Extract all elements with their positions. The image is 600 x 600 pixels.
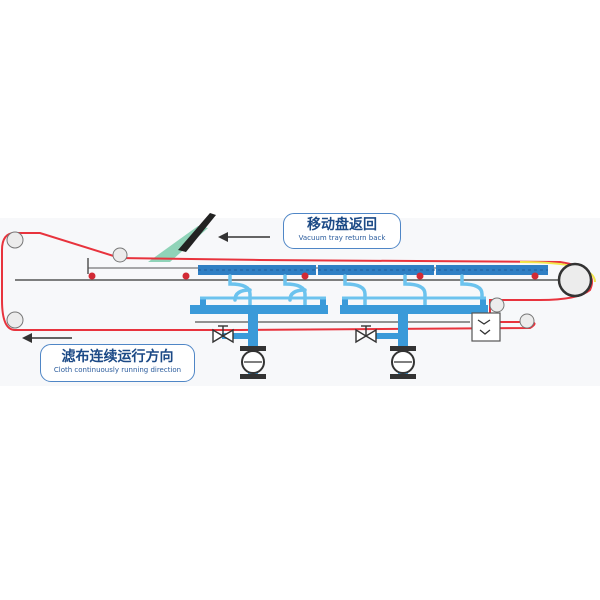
vacuum-tray: [318, 265, 434, 275]
cloth-wash-box: [471, 312, 501, 342]
vacuum-tubes: [228, 274, 484, 307]
cloth-direction-label-en: Cloth continuously running direction: [53, 366, 182, 374]
manifold-riser: [480, 298, 486, 308]
tray-wheel: [301, 272, 309, 280]
manifold-riser: [342, 298, 348, 308]
cloth-direction-label-zh: 滤布连续运行方向: [61, 349, 174, 365]
tray-wheel: [88, 272, 96, 280]
roller-icon: [6, 311, 24, 329]
tray-wheel: [182, 272, 190, 280]
roller-icon: [6, 231, 24, 249]
tray-wheel: [531, 272, 539, 280]
tray-return-label-zh: 移动盘返回: [307, 217, 377, 233]
manifold-riser: [200, 298, 206, 308]
vacuum-manifold-left: [190, 305, 328, 314]
scraper-icon: [178, 213, 216, 252]
vacuum-pump-icon: [390, 346, 416, 379]
spray-icon: [477, 319, 491, 335]
tray-wheel: [416, 272, 424, 280]
manifold-riser: [320, 298, 326, 308]
arrow-left-icon: [22, 333, 72, 343]
roller-icon: [519, 313, 535, 329]
tray-return-label: 移动盘返回 Vacuum tray return back: [283, 213, 401, 249]
drain-pipe-right: [398, 314, 408, 376]
cloth-direction-label: 滤布连续运行方向 Cloth continuously running dire…: [40, 344, 195, 382]
valve-icon: [355, 325, 377, 344]
vacuum-tray: [198, 265, 316, 275]
valve-icon: [212, 325, 234, 344]
vacuum-pump-icon: [240, 346, 266, 379]
head-roller-icon: [557, 262, 593, 298]
roller-icon: [112, 247, 128, 263]
drain-pipe-left: [248, 314, 258, 376]
arrow-left-icon: [218, 232, 270, 242]
roller-icon: [489, 297, 505, 313]
tray-return-label-en: Vacuum tray return back: [298, 234, 386, 242]
vacuum-manifold-right: [340, 305, 488, 314]
